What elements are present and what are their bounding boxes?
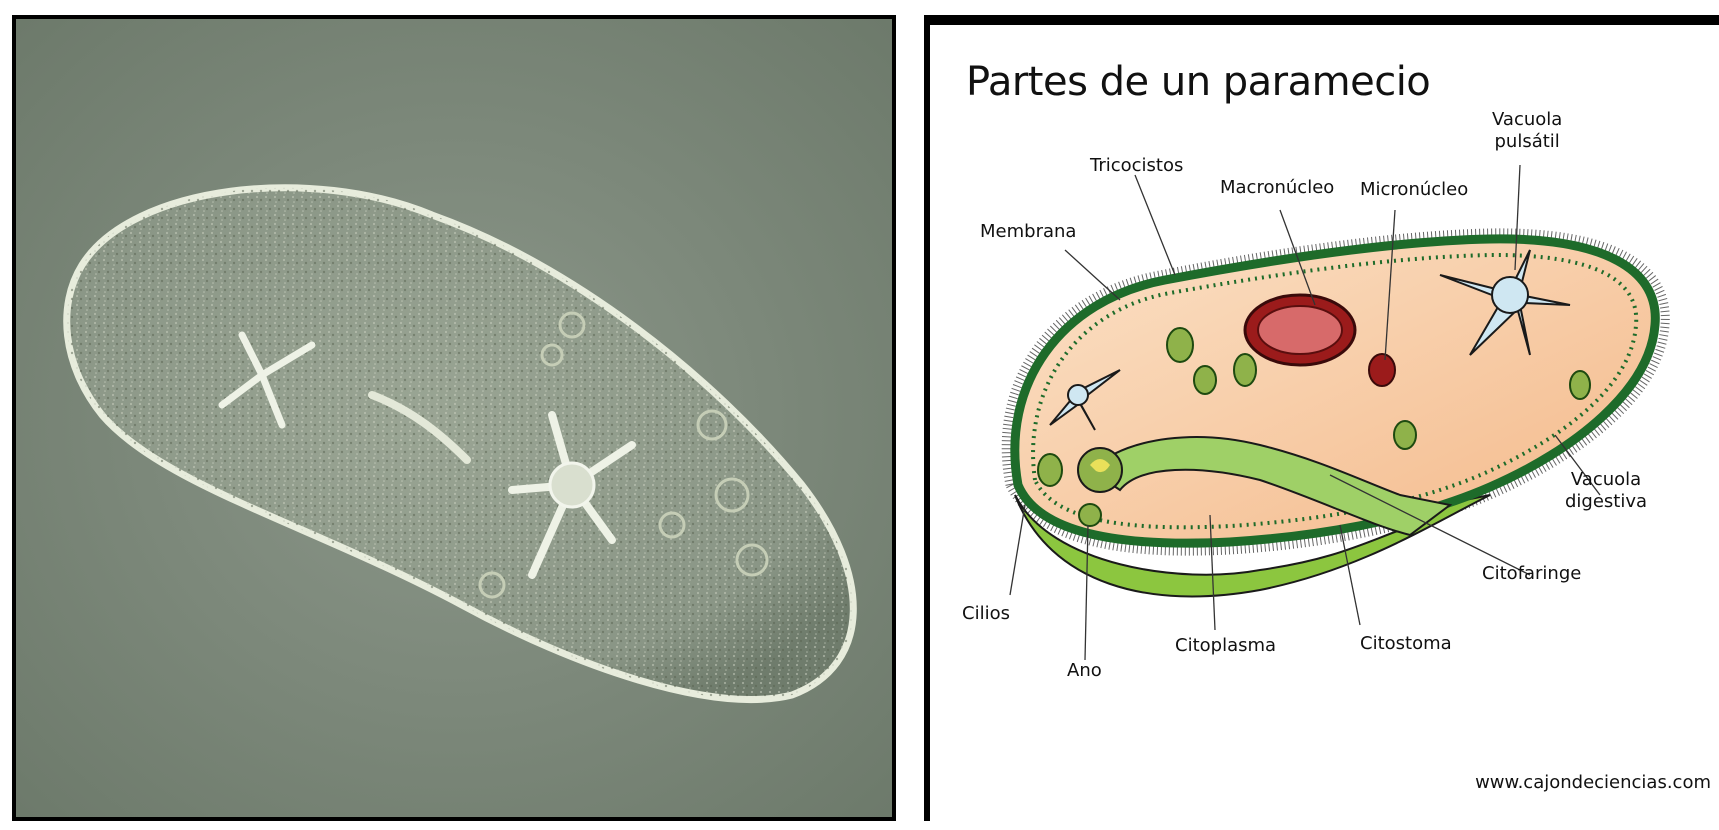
label-tricocistos: Tricocistos <box>1090 155 1183 177</box>
label-macronucleo: Macronúcleo <box>1220 177 1334 199</box>
label-citofaringe: Citofaringe <box>1482 563 1581 585</box>
diagram-canvas: Partes de un paramecio Tricocistos Macro… <box>930 25 1719 821</box>
diagram-panel: Partes de un paramecio Tricocistos Macro… <box>924 15 1719 821</box>
micronucleus <box>1369 354 1395 386</box>
label-vacuola-pulsatil-line2: pulsátil <box>1492 131 1562 153</box>
label-membrana: Membrana <box>980 221 1076 243</box>
label-ano: Ano <box>1067 660 1102 682</box>
label-vacuola-pulsatil-line1: Vacuola <box>1492 109 1562 131</box>
paramecium-diagram <box>930 25 1719 821</box>
source-credit: www.cajondeciencias.com <box>1475 772 1711 793</box>
label-vacuola-pulsatil: Vacuola pulsátil <box>1492 109 1562 153</box>
label-vacuola-digestiva: Vacuola digestiva <box>1565 469 1647 513</box>
label-cilios: Cilios <box>962 603 1010 625</box>
label-vacuola-digestiva-line2: digestiva <box>1565 491 1647 513</box>
paramecium-micrograph <box>12 15 896 821</box>
label-micronucleo: Micronúcleo <box>1360 179 1468 201</box>
label-citoplasma: Citoplasma <box>1175 635 1276 657</box>
label-citostoma: Citostoma <box>1360 633 1452 655</box>
diagram-title: Partes de un paramecio <box>966 59 1430 105</box>
micrograph-panel <box>12 15 896 821</box>
label-vacuola-digestiva-line1: Vacuola <box>1565 469 1647 491</box>
